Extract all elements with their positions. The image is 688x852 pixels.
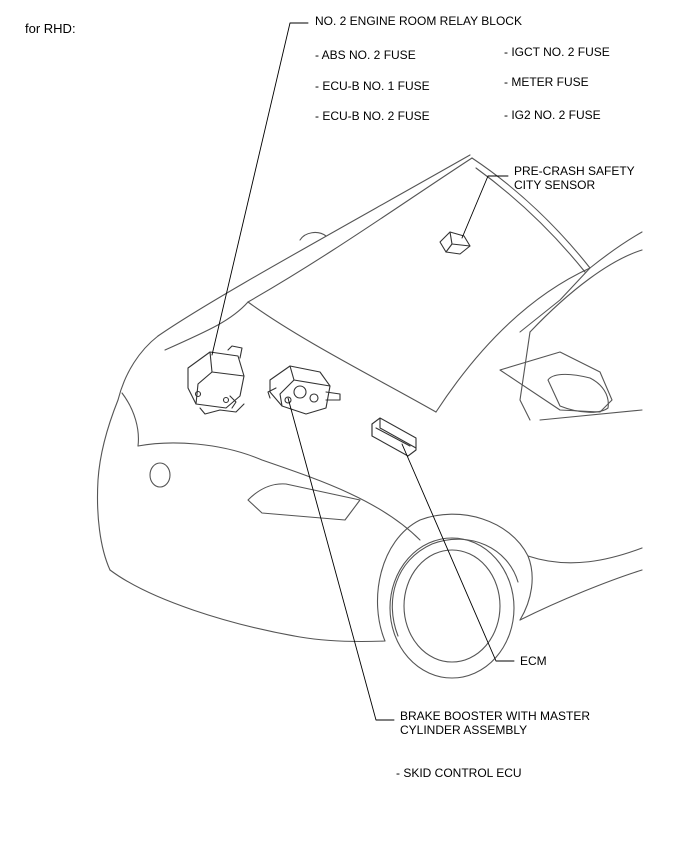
variant-label: for RHD:: [25, 21, 76, 36]
skid-control-ecu-label: - SKID CONTROL ECU: [396, 766, 522, 780]
fuse-meter: - METER FUSE: [504, 75, 589, 89]
leader-sensor: [461, 175, 509, 239]
sensor-label-line1: PRE-CRASH SAFETY: [514, 164, 635, 178]
relay-block-drawing: [187, 345, 245, 415]
fuse-ig2-no2: - IG2 NO. 2 FUSE: [504, 108, 601, 122]
ecm-drawing: [371, 417, 417, 457]
ecm-label: ECM: [520, 654, 547, 668]
fuse-ecu-b-no2: - ECU-B NO. 2 FUSE: [315, 109, 430, 123]
brake-booster-label-line2: CYLINDER ASSEMBLY: [400, 723, 528, 737]
brake-booster-label-line1: BRAKE BOOSTER WITH MASTER: [400, 709, 591, 723]
fuse-igct-no2: - IGCT NO. 2 FUSE: [504, 45, 610, 59]
leader-relay-block: [211, 22, 309, 356]
relay-block-title: NO. 2 ENGINE ROOM RELAY BLOCK: [315, 14, 522, 28]
fuse-ecu-b-no1: - ECU-B NO. 1 FUSE: [315, 79, 430, 93]
leader-lines: [211, 22, 515, 721]
fuse-abs-no2: - ABS NO. 2 FUSE: [315, 48, 416, 62]
brake-booster-drawing: [267, 365, 341, 415]
car-body-outline: [96, 154, 643, 679]
sensor-label-line2: CITY SENSOR: [514, 178, 596, 192]
leader-brake-booster: [287, 397, 395, 721]
sensor-drawing: [439, 231, 471, 255]
leader-ecm: [401, 443, 515, 662]
